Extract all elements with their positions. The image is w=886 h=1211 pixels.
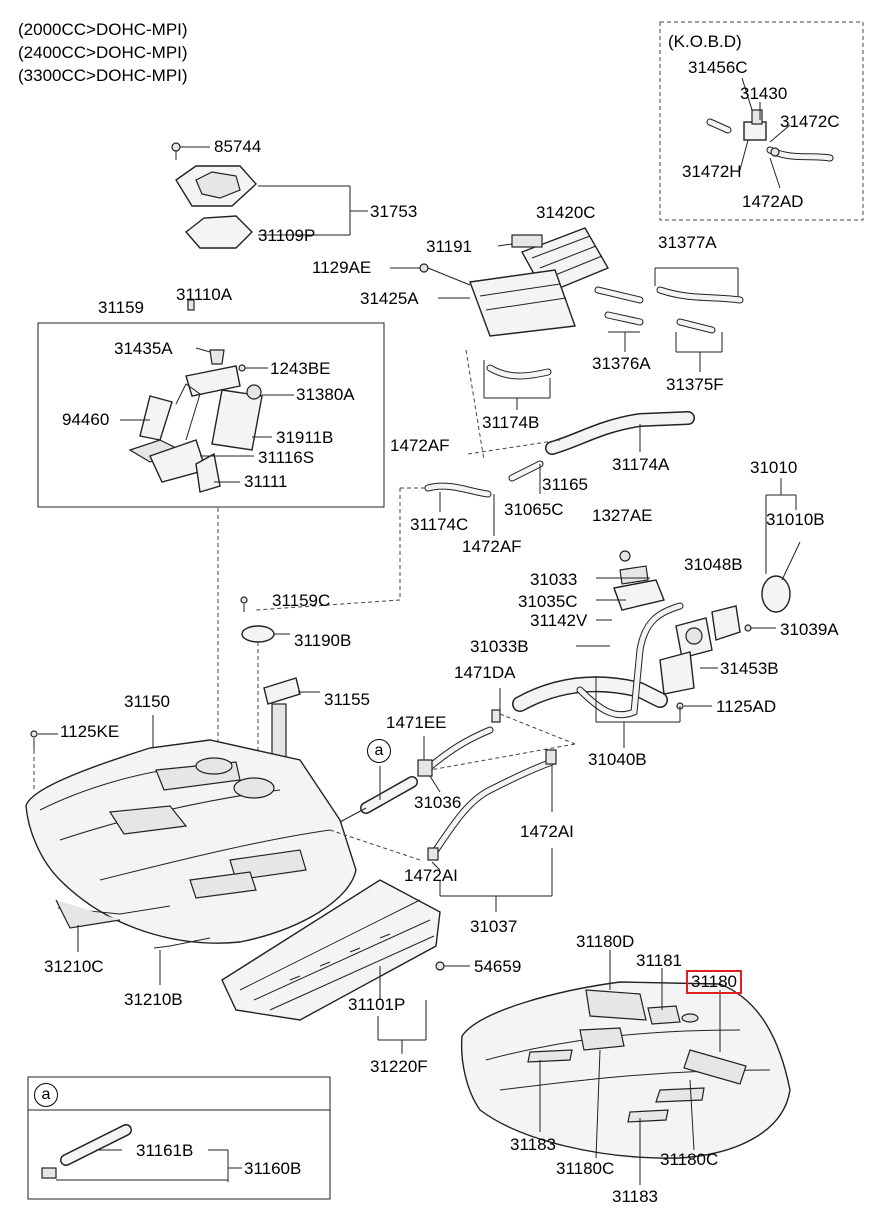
part-label-31033B[interactable]: 31033B bbox=[470, 637, 529, 656]
part-label-31174B[interactable]: 31174B bbox=[482, 413, 540, 432]
part-label-85744[interactable]: 85744 bbox=[214, 137, 262, 156]
part-label-31376A[interactable]: 31376A bbox=[592, 354, 651, 373]
part-label-31183-a[interactable]: 31183 bbox=[510, 1135, 557, 1154]
part-label-31174C[interactable]: 31174C bbox=[410, 515, 469, 534]
part-label-31430[interactable]: 31430 bbox=[740, 84, 788, 103]
part-label-31180C-a[interactable]: 31180C bbox=[556, 1159, 615, 1178]
part-label-31180-highlighted[interactable]: 31180 bbox=[686, 970, 743, 994]
engine-spec-1: (2000CC>DOHC-MPI) bbox=[18, 20, 188, 39]
fuel-pump-box bbox=[37, 322, 385, 508]
engine-spec-3: (3300CC>DOHC-MPI) bbox=[18, 66, 188, 85]
filler-neck-hoses bbox=[255, 411, 695, 611]
callout-a-box-marker: a bbox=[34, 1083, 58, 1107]
part-label-31456C[interactable]: 31456C bbox=[688, 58, 748, 77]
part-label-31435A[interactable]: 31435A bbox=[114, 339, 173, 358]
part-label-31116S[interactable]: 31116S bbox=[258, 448, 315, 467]
part-label-31911B[interactable]: 31911B bbox=[276, 428, 334, 447]
part-label-1125AD[interactable]: 1125AD bbox=[716, 697, 777, 716]
part-label-31036[interactable]: 31036 bbox=[414, 793, 462, 812]
part-label-31191[interactable]: 31191 bbox=[426, 237, 473, 256]
callout-a-parts bbox=[41, 1124, 242, 1182]
part-label-31035C[interactable]: 31035C bbox=[518, 592, 578, 611]
part-label-31010[interactable]: 31010 bbox=[750, 458, 798, 477]
part-label-31174A[interactable]: 31174A bbox=[612, 455, 670, 474]
part-label-31210C[interactable]: 31210C bbox=[44, 957, 104, 976]
part-label-31375F[interactable]: 31375F bbox=[666, 375, 724, 394]
kobd-valve-assembly bbox=[706, 77, 834, 189]
part-label-31101P[interactable]: 31101P bbox=[348, 995, 406, 1014]
part-label-31161B[interactable]: 31161B bbox=[136, 1141, 194, 1160]
filler-neck bbox=[499, 478, 801, 748]
fuel-tank bbox=[25, 715, 357, 985]
pump-cover-gasket bbox=[171, 142, 368, 249]
part-label-1472AF-b[interactable]: 1472AF bbox=[462, 537, 522, 556]
part-label-31472C[interactable]: 31472C bbox=[780, 112, 840, 131]
kobd-box bbox=[659, 21, 864, 221]
part-label-31453B[interactable]: 31453B bbox=[720, 659, 779, 678]
part-label-1472AI-b[interactable]: 1472AI bbox=[404, 866, 458, 885]
part-label-31181[interactable]: 31181 bbox=[636, 951, 683, 970]
part-label-54659[interactable]: 54659 bbox=[474, 957, 522, 976]
part-label-31155[interactable]: 31155 bbox=[324, 690, 371, 709]
part-label-31160B[interactable]: 31160B bbox=[244, 1159, 302, 1178]
part-label-31377A[interactable]: 31377A bbox=[658, 233, 717, 252]
part-label-31159C[interactable]: 31159C bbox=[272, 591, 331, 610]
part-label-1125KE[interactable]: 1125KE bbox=[60, 722, 120, 741]
callout-a-marker[interactable]: a bbox=[367, 739, 391, 763]
engine-spec-2: (2400CC>DOHC-MPI) bbox=[18, 43, 188, 62]
part-label-31159[interactable]: 31159 bbox=[98, 298, 145, 317]
part-label-31425A[interactable]: 31425A bbox=[360, 289, 419, 308]
fuel-tank-pads bbox=[460, 950, 791, 1185]
part-label-31180D[interactable]: 31180D bbox=[576, 932, 635, 951]
part-label-31040B[interactable]: 31040B bbox=[588, 750, 647, 769]
part-label-1472AF-a[interactable]: 1472AF bbox=[390, 436, 450, 455]
part-label-31472H[interactable]: 31472H bbox=[682, 162, 742, 181]
tank-protector bbox=[221, 879, 470, 1054]
part-label-1327AE[interactable]: 1327AE bbox=[592, 506, 653, 525]
part-label-94460[interactable]: 94460 bbox=[62, 410, 110, 429]
part-label-31165[interactable]: 31165 bbox=[542, 475, 589, 494]
part-label-31420C[interactable]: 31420C bbox=[536, 203, 596, 222]
part-label-31048B[interactable]: 31048B bbox=[684, 555, 743, 574]
part-label-31010B[interactable]: 31010B bbox=[766, 510, 825, 529]
kobd-title: (K.O.B.D) bbox=[668, 32, 742, 51]
part-label-31150[interactable]: 31150 bbox=[124, 692, 171, 711]
part-label-31190B[interactable]: 31190B bbox=[294, 631, 352, 650]
part-label-31183-b[interactable]: 31183 bbox=[612, 1187, 659, 1206]
part-label-31180C-b[interactable]: 31180C bbox=[660, 1150, 719, 1169]
part-label-1471DA[interactable]: 1471DA bbox=[454, 663, 516, 682]
part-label-31039A[interactable]: 31039A bbox=[780, 620, 839, 639]
part-label-1129AE[interactable]: 1129AE bbox=[312, 258, 372, 277]
part-label-31037[interactable]: 31037 bbox=[470, 917, 518, 936]
tank-filler-hoses bbox=[329, 709, 576, 912]
part-label-31111[interactable]: 31111 bbox=[244, 472, 288, 491]
part-label-31109P[interactable]: 31109P bbox=[258, 226, 316, 245]
part-label-31142V[interactable]: 31142V bbox=[530, 611, 588, 630]
part-label-31065C[interactable]: 31065C bbox=[504, 500, 564, 519]
part-label-31210B[interactable]: 31210B bbox=[124, 990, 183, 1009]
part-label-1472AI-a[interactable]: 1472AI bbox=[520, 822, 574, 841]
callout-a-box bbox=[27, 1076, 331, 1200]
part-label-1243BE[interactable]: 1243BE bbox=[270, 359, 331, 378]
part-label-31753[interactable]: 31753 bbox=[370, 202, 418, 221]
part-label-31033[interactable]: 31033 bbox=[530, 570, 578, 589]
part-label-31380A[interactable]: 31380A bbox=[296, 385, 355, 404]
part-label-1472AD[interactable]: 1472AD bbox=[742, 192, 804, 211]
part-label-31220F[interactable]: 31220F bbox=[370, 1057, 428, 1076]
part-label-1471EE[interactable]: 1471EE bbox=[386, 713, 447, 732]
fuel-pump-module bbox=[120, 299, 294, 760]
canister bbox=[390, 227, 744, 461]
part-label-31110A[interactable]: 31110A bbox=[176, 285, 233, 304]
